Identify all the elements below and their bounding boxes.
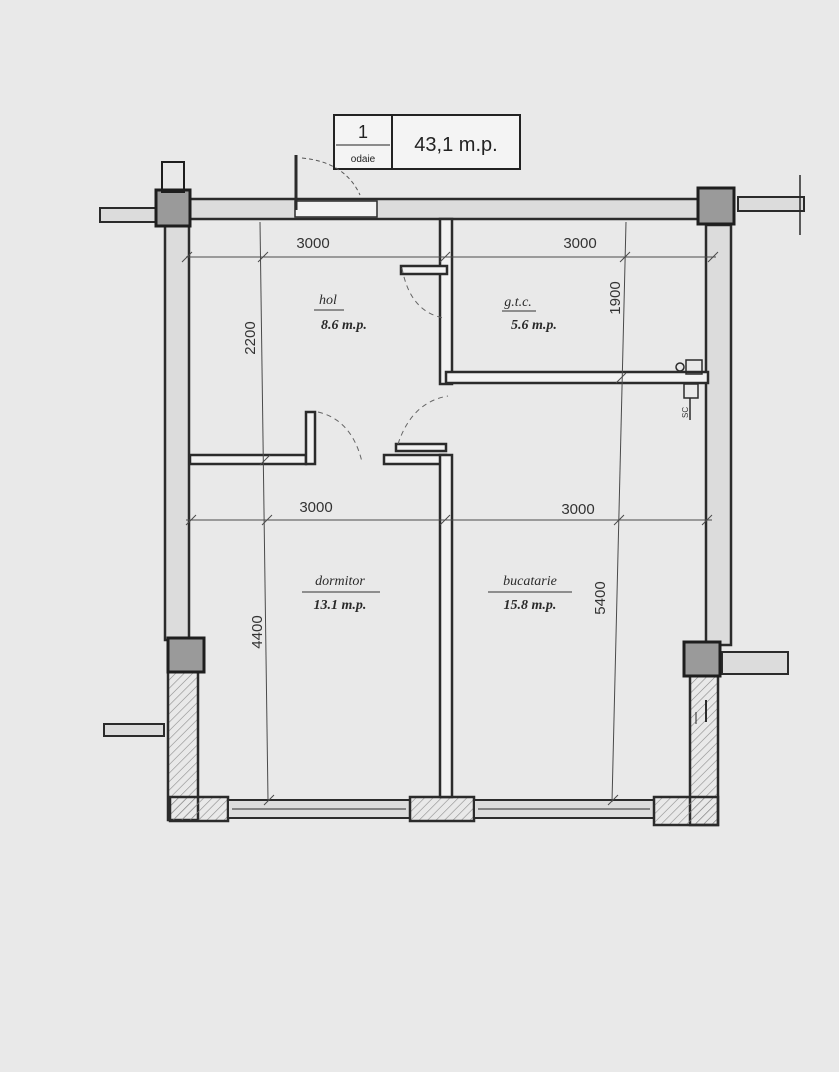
dim-top-right: 3000 — [563, 235, 596, 252]
dimension-labels: 3000 3000 3000 3000 2200 1900 4400 5400 — [242, 235, 624, 649]
dim-bucatarie-height: 5400 — [592, 581, 609, 614]
door-swing-dormitor — [317, 411, 363, 463]
column-mid-left — [166, 636, 206, 674]
columns — [154, 161, 736, 678]
door-swing-gtc — [401, 267, 445, 319]
dim-line-right — [611, 221, 627, 803]
outer-walls — [163, 197, 733, 827]
door-swing-bucatarie — [397, 395, 449, 445]
dim-line-left — [259, 221, 269, 801]
title-block: 1 odaie 43,1 m.p. — [301, 114, 521, 196]
leader-line — [301, 157, 361, 196]
room-hol: hol 8.6 m.p. — [314, 293, 367, 333]
rooms-label: odaie — [351, 154, 376, 165]
top-window — [294, 200, 378, 218]
room-hol-name: hol — [319, 293, 337, 308]
svg-text:SC: SC — [681, 407, 690, 418]
bottom-wall-left — [168, 795, 230, 823]
room-dormitor: dormitor 13.1 m.p. — [302, 574, 380, 613]
door-stub-corridor — [394, 442, 448, 453]
dimension-lines — [181, 221, 719, 806]
room-gtc-area: 5.6 m.p. — [511, 318, 557, 333]
room-gtc: g.t.c. 5.6 m.p. — [502, 295, 557, 333]
dim-middle-left: 3000 — [299, 499, 332, 516]
partition-dormitor-bucatarie — [438, 453, 454, 799]
partition-corridor-right — [382, 453, 448, 466]
room-dormitor-name: dormitor — [315, 574, 365, 589]
room-bucatarie-name: bucatarie — [503, 574, 557, 589]
room-hol-area: 8.6 m.p. — [321, 318, 367, 333]
title-frame — [333, 114, 521, 170]
right-wall — [704, 223, 733, 647]
partition-dormitor-left — [188, 453, 308, 466]
top-wall — [188, 197, 702, 221]
dim-dormitor-height: 4400 — [249, 615, 266, 648]
partition-hol-gtc — [438, 217, 454, 386]
column-mid-right — [682, 640, 722, 678]
bottom-wall-mid — [408, 795, 476, 823]
riser-icon — [685, 359, 703, 375]
partition-dormitor-stub — [304, 410, 317, 466]
room-bucatarie: bucatarie 15.8 m.p. — [488, 574, 572, 613]
door-stub-gtc — [399, 264, 449, 276]
column-top-right — [696, 186, 736, 226]
interior-walls — [188, 217, 710, 799]
room-bucatarie-area: 15.8 m.p. — [504, 598, 557, 613]
room-gtc-name: g.t.c. — [504, 295, 532, 310]
bottom-wall-right — [652, 795, 720, 827]
total-area: 43,1 m.p. — [414, 134, 497, 156]
dim-top-left: 3000 — [296, 235, 329, 252]
dim-hol-height: 2200 — [242, 321, 259, 354]
adjacent-walls — [99, 155, 805, 737]
partition-gtc-bottom — [444, 370, 710, 385]
door-swings — [317, 267, 449, 463]
room-dormitor-area: 13.1 m.p. — [314, 598, 367, 613]
plumbing-fixtures: SC — [675, 359, 707, 724]
room-labels: hol 8.6 m.p. g.t.c. 5.6 m.p. dormitor 13… — [302, 293, 572, 613]
dim-gtc-height: 1900 — [607, 281, 624, 314]
column-top-left — [154, 188, 192, 228]
left-wall — [163, 223, 191, 642]
dim-middle-right: 3000 — [561, 501, 594, 518]
rooms-count: 1 — [358, 122, 368, 142]
